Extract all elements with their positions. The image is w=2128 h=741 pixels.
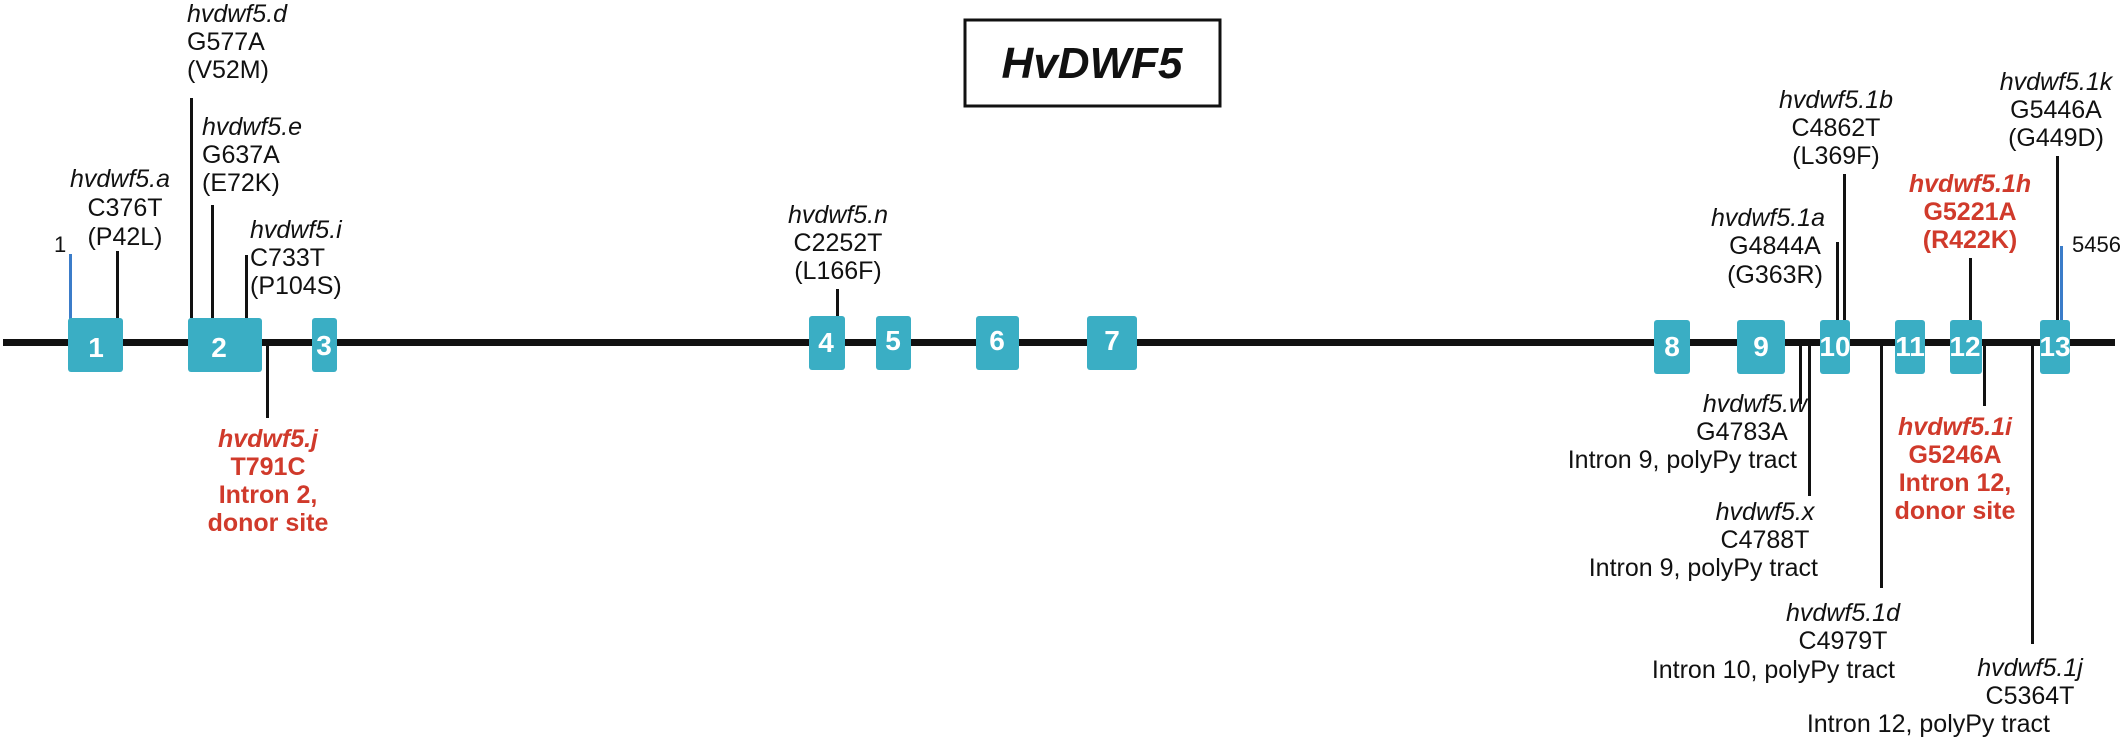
effect: (P42L) [87, 223, 162, 251]
mutation-hvdwf5-i: hvdwf5.i C733T (P104S) [245, 216, 343, 318]
effect: (G363R) [1727, 261, 1823, 289]
exon-label: 10 [1819, 331, 1850, 362]
mutation-hvdwf5-x: hvdwf5.x C4788T Intron 9, polyPy tract [1589, 346, 1818, 582]
nucleotide-change: G577A [187, 28, 265, 56]
effect: Intron 9, polyPy tract [1568, 446, 1797, 474]
allele-name: hvdwf5.1j [1977, 654, 2084, 682]
nucleotide-change: C4862T [1792, 114, 1881, 142]
exon-label: 1 [88, 332, 104, 363]
effect: (R422K) [1923, 226, 2017, 254]
exon-9: 9 [1737, 320, 1785, 374]
effect: (G449D) [2008, 124, 2104, 152]
exon-label: 12 [1949, 331, 1980, 362]
mutation-hvdwf5-d: hvdwf5.d G577A (V52M) [187, 0, 288, 318]
mutation-hvdwf5-1j: hvdwf5.1j C5364T Intron 12, polyPy tract [1807, 346, 2084, 738]
exon-3: 3 [312, 318, 337, 372]
mutation-hvdwf5-j: hvdwf5.j T791C Intron 2, donor site [208, 346, 329, 537]
allele-name: hvdwf5.1d [1786, 599, 1901, 627]
mutation-hvdwf5-w: hvdwf5.w G4783A Intron 9, polyPy tract [1568, 346, 1809, 474]
mutation-hvdwf5-1d: hvdwf5.1d C4979T Intron 10, polyPy tract [1652, 346, 1901, 684]
allele-name: hvdwf5.e [202, 113, 302, 141]
exon-label: 8 [1664, 331, 1680, 362]
nucleotide-change: C4788T [1721, 526, 1810, 554]
exon-label: 13 [2039, 331, 2070, 362]
allele-name: hvdwf5.1b [1779, 86, 1893, 114]
exon-label: 2 [211, 332, 227, 363]
mutation-hvdwf5-e: hvdwf5.e G637A (E72K) [202, 113, 302, 318]
nucleotide-change: G4844A [1729, 232, 1821, 260]
effect: (L166F) [794, 257, 882, 285]
mutation-hvdwf5-1i: hvdwf5.1i G5246A Intron 12, donor site [1895, 346, 2016, 525]
allele-name: hvdwf5.w [1703, 390, 1809, 418]
effect-detail: donor site [208, 509, 329, 537]
effect: (V52M) [187, 56, 269, 84]
nucleotide-change: C2252T [794, 229, 883, 257]
exon-label: 6 [989, 325, 1005, 356]
effect-detail: donor site [1895, 497, 2016, 525]
exon-label: 3 [316, 330, 332, 361]
title-box [963, 18, 1222, 108]
exon-label: 11 [1895, 331, 1925, 362]
end-marker [2060, 246, 2063, 340]
mutation-hvdwf5-1b: hvdwf5.1b C4862T (L369F) [1779, 86, 1893, 320]
allele-name: hvdwf5.1h [1909, 170, 2031, 198]
nucleotide-change: G5221A [1923, 198, 2016, 226]
allele-name: hvdwf5.1i [1898, 413, 2013, 441]
exon-label: 5 [885, 325, 901, 356]
exon-8: 8 [1654, 320, 1690, 374]
allele-name: hvdwf5.1k [2000, 68, 2114, 96]
effect: Intron 12, [1899, 469, 2012, 497]
effect: Intron 2, [219, 481, 318, 509]
exon-label: 7 [1104, 325, 1120, 356]
nucleotide-change: C376T [87, 194, 162, 222]
mutation-hvdwf5-1h: hvdwf5.1h G5221A (R422K) [1909, 170, 2031, 320]
nucleotide-change: G4783A [1696, 418, 1788, 446]
nucleotide-change: G5246A [1908, 441, 2001, 469]
nucleotide-change: T791C [230, 453, 305, 481]
exon-10: 10 [1819, 320, 1851, 374]
gene-title: HvDWF5 [1002, 39, 1183, 88]
allele-name: hvdwf5.x [1716, 498, 1816, 526]
exon-4: 4 [809, 316, 845, 370]
exon-7: 7 [1087, 316, 1137, 370]
gene-backbone [3, 339, 2115, 346]
exon-1: 1 [68, 318, 123, 372]
exon-6: 6 [976, 316, 1019, 370]
effect: (P104S) [250, 272, 342, 300]
effect: Intron 9, polyPy tract [1589, 554, 1818, 582]
mutation-hvdwf5-1k: hvdwf5.1k G5446A (G449D) [2000, 68, 2114, 320]
allele-name: hvdwf5.1a [1711, 204, 1825, 232]
exon-12: 12 [1949, 320, 1982, 374]
effect: Intron 10, polyPy tract [1652, 656, 1895, 684]
start-marker [69, 254, 72, 340]
allele-name: hvdwf5.n [788, 201, 888, 229]
mutation-hvdwf5-a: hvdwf5.a C376T (P42L) [70, 165, 170, 318]
effect: Intron 12, polyPy tract [1807, 710, 2050, 738]
effect: (L369F) [1792, 142, 1880, 170]
exon-5: 5 [876, 316, 911, 370]
nucleotide-change: C5364T [1986, 682, 2075, 710]
allele-name: hvdwf5.d [187, 0, 288, 28]
nucleotide-change: G5446A [2010, 96, 2102, 124]
allele-name: hvdwf5.a [70, 165, 170, 193]
exon-11: 11 [1895, 320, 1925, 374]
exon-13: 13 [2039, 320, 2071, 374]
nucleotide-change: G637A [202, 141, 280, 169]
nucleotide-change: C733T [250, 244, 325, 272]
exon-2: 2 [188, 318, 262, 372]
nucleotide-change: C4979T [1799, 627, 1888, 655]
start-label: 1 [54, 232, 66, 257]
effect: (E72K) [202, 169, 280, 197]
allele-name: hvdwf5.i [250, 216, 343, 244]
exon-label: 4 [818, 327, 834, 358]
end-label: 5456 [2072, 232, 2121, 257]
allele-name: hvdwf5.j [218, 425, 319, 453]
mutation-hvdwf5-n: hvdwf5.n C2252T (L166F) [788, 201, 888, 316]
exon-label: 9 [1753, 331, 1769, 362]
mutation-hvdwf5-1a: hvdwf5.1a G4844A (G363R) [1711, 204, 1839, 320]
